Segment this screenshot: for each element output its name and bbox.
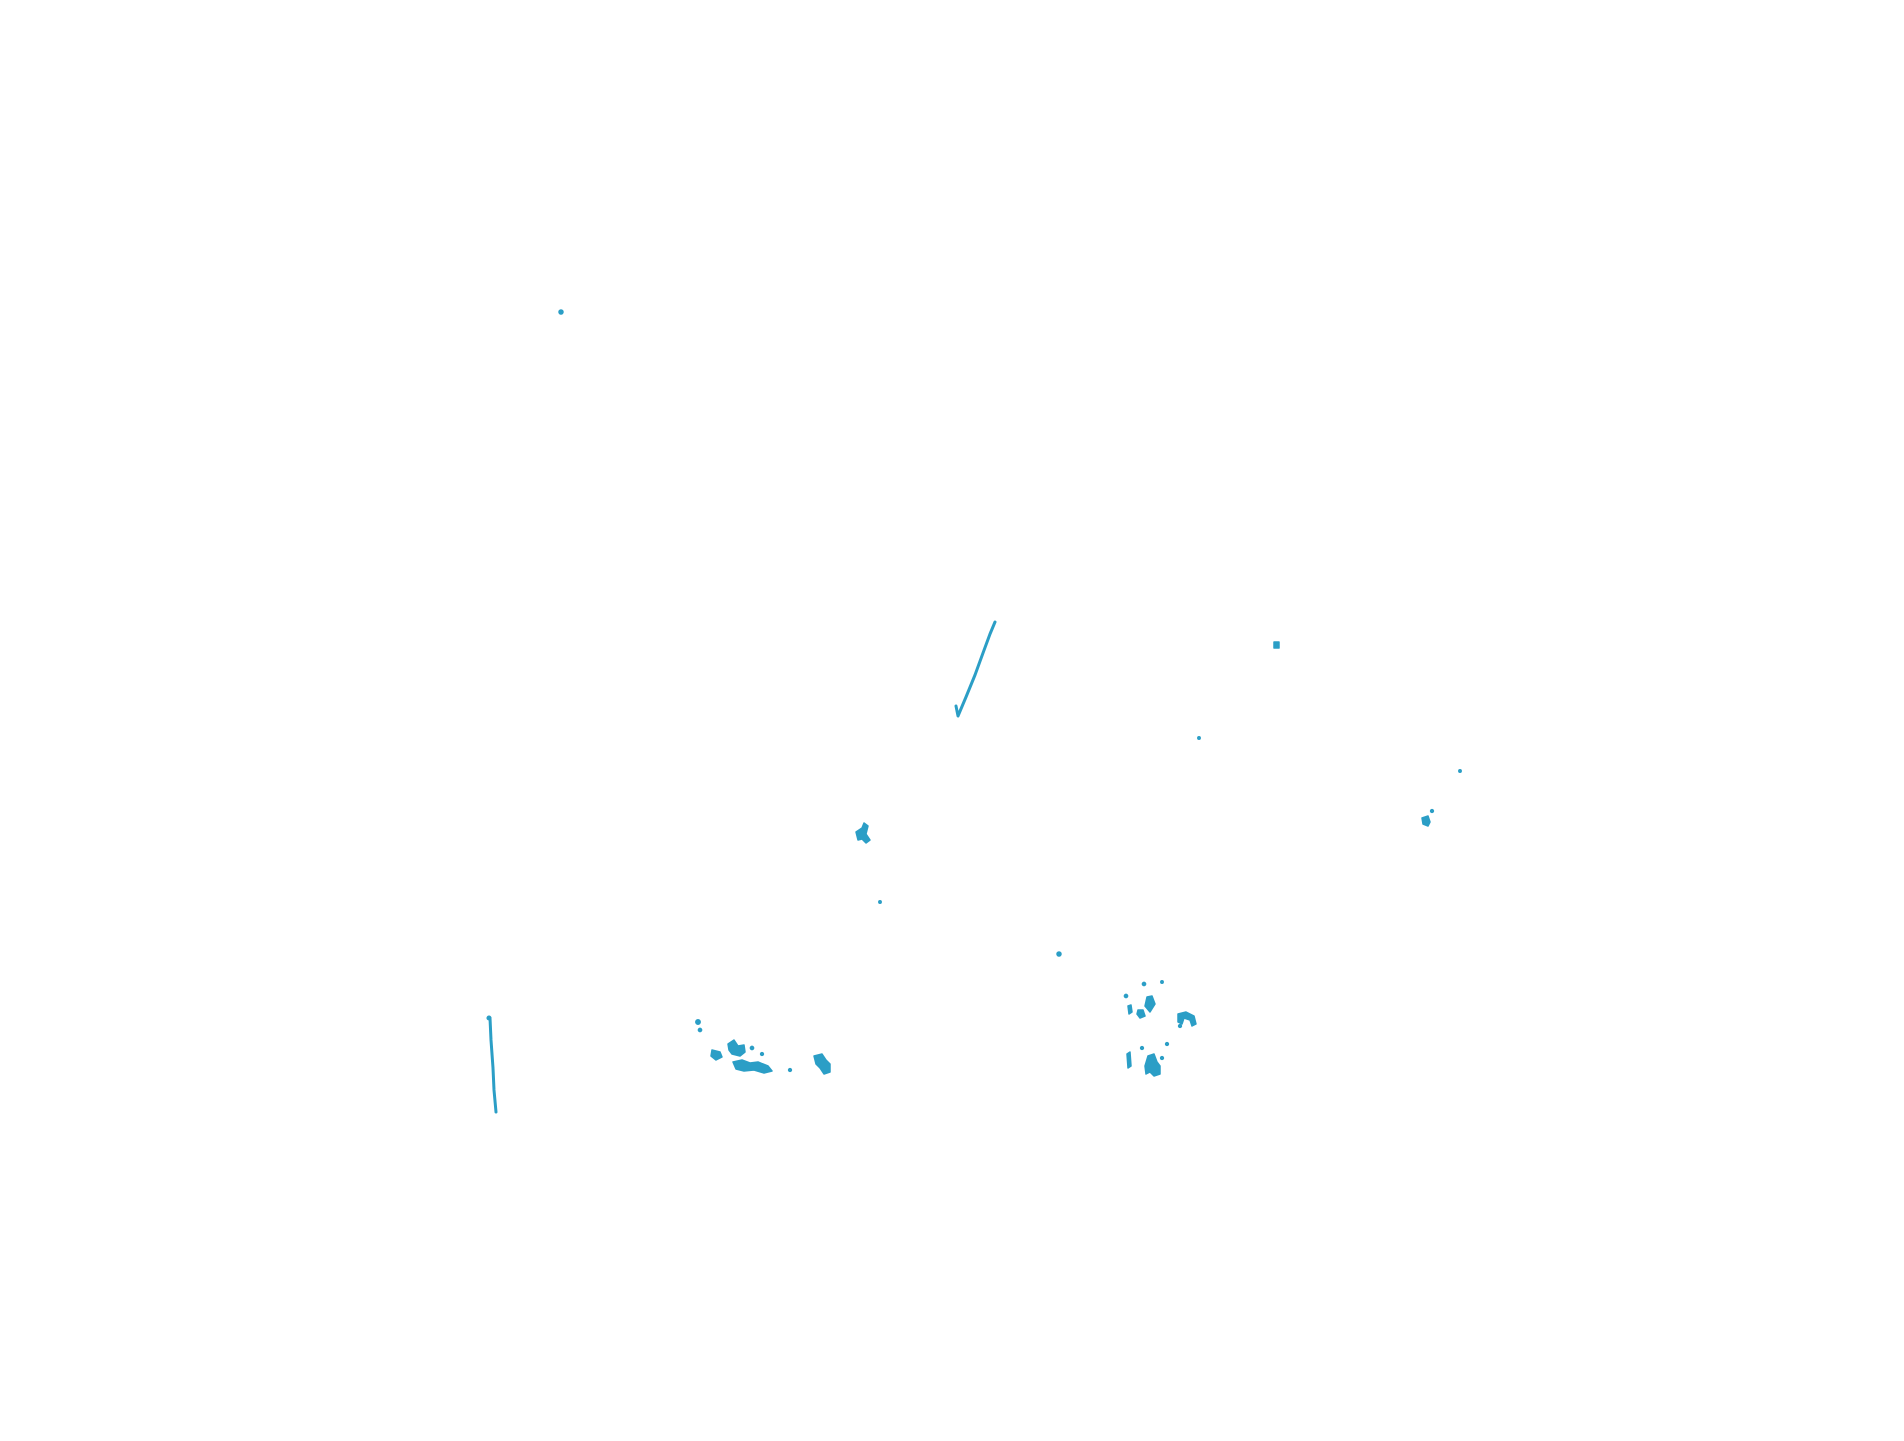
mark-blob xyxy=(855,822,871,844)
mark-blob xyxy=(1127,1004,1133,1015)
mark-blob xyxy=(727,1039,746,1057)
mark-dot xyxy=(1458,769,1462,773)
mark-dot xyxy=(1141,981,1147,987)
mark-dot xyxy=(558,309,564,315)
mark-blob xyxy=(813,1053,831,1075)
mark-dot xyxy=(486,1015,492,1021)
mark-dot xyxy=(1056,951,1062,957)
mark-dot xyxy=(695,1019,701,1025)
mark-dot xyxy=(878,900,882,904)
mark-dot xyxy=(759,1051,765,1057)
mark-dot xyxy=(1177,1023,1183,1029)
mark-blob xyxy=(732,1059,773,1074)
mark-blob xyxy=(1177,1011,1197,1027)
mark-stroke xyxy=(954,620,997,718)
mark-dot xyxy=(1429,808,1435,814)
mark-dot xyxy=(1159,1055,1165,1061)
mark-blob xyxy=(1144,995,1156,1013)
mark-dot xyxy=(1197,736,1201,740)
mark-blob xyxy=(710,1049,723,1061)
mark-dot xyxy=(697,1027,703,1033)
mark-blob xyxy=(1144,1053,1161,1077)
mark-dot xyxy=(1164,1041,1170,1047)
mark-blob xyxy=(1421,815,1431,827)
mark-blob xyxy=(1136,1009,1146,1019)
mark-dot xyxy=(1123,993,1129,999)
mark-group xyxy=(486,309,1462,1114)
mark-dot xyxy=(1160,980,1164,984)
mark-dot xyxy=(787,1067,793,1073)
mark-stroke xyxy=(488,1016,498,1114)
mark-dot xyxy=(1273,641,1280,649)
mark-dot xyxy=(749,1045,755,1051)
mark-blob xyxy=(1126,1051,1132,1069)
mark-dot xyxy=(1139,1045,1145,1051)
